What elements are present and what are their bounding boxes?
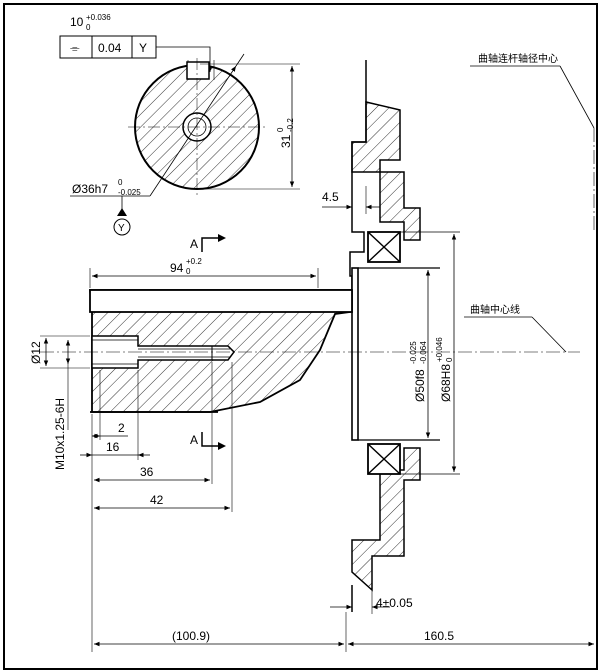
thread-label: M10x1.25-6H — [53, 398, 67, 470]
keyway-tol-lower: 0 — [86, 23, 91, 32]
svg-text:-0.064: -0.064 — [419, 341, 428, 364]
dim-4-005: 4±0.05 — [376, 596, 413, 610]
keyway-slot — [186, 61, 210, 80]
dim-36: 36 — [140, 465, 154, 479]
symmetry-symbol: ⌯ — [70, 41, 80, 55]
shaft-view: A A 94 +0.2 0 Ø12 — [29, 234, 580, 512]
keyway-width: 10 — [70, 15, 84, 29]
dim-42: 42 — [150, 493, 164, 507]
dim-16: 16 — [106, 440, 120, 454]
dia-68: Ø68H8 — [439, 364, 453, 402]
svg-text:-0.025: -0.025 — [409, 341, 418, 364]
crank-web — [351, 267, 359, 441]
height-dim: 31 — [279, 134, 293, 148]
housing: 4.5 Ø50f8 -0.025 -0.064 Ø68H8 +0.046 0 4… — [322, 60, 460, 614]
svg-text:0: 0 — [118, 178, 123, 187]
right-annotations: 曲轴连杆轴径中心 曲轴中心线 — [464, 52, 595, 353]
svg-text:0: 0 — [186, 267, 191, 276]
feature-control-frame: ⌯ 0.04 Y — [59, 35, 213, 72]
dia-12: Ø12 — [29, 341, 43, 364]
svg-text:-0.025: -0.025 — [118, 188, 141, 197]
dim-2: 2 — [118, 421, 125, 435]
height-tol-upper: 0 — [276, 127, 285, 132]
crankpin-center-label: 曲轴连杆轴径中心 — [478, 52, 558, 65]
crank-centerline-label: 曲轴中心线 — [470, 303, 520, 316]
diameter-label: Ø36h7 — [72, 182, 108, 196]
section-mark-top: A — [190, 237, 198, 251]
dim-4-5: 4.5 — [322, 190, 339, 204]
height-tol-lower: -0.2 — [286, 118, 295, 132]
keyway-tol-upper: +0.036 — [86, 13, 111, 22]
svg-text:+0.046: +0.046 — [435, 337, 444, 362]
drawing-frame — [3, 3, 598, 670]
svg-text:+0.2: +0.2 — [186, 257, 202, 266]
section-mark-bottom: A — [190, 433, 198, 447]
datum-label: Y — [118, 223, 125, 234]
dim-100-9: (100.9) — [172, 629, 210, 643]
section-view: 10 +0.036 0 ⌯ 0.04 Y 31 0 -0.2 — [59, 13, 300, 236]
dim-160-5: 160.5 — [424, 629, 454, 643]
bottom-dimensions: (100.9) 160.5 — [91, 512, 594, 652]
length-94: 94 — [170, 261, 184, 275]
fcf-tolerance: 0.04 — [98, 41, 122, 55]
fcf-datum: Y — [139, 41, 147, 55]
datum-circle — [113, 218, 131, 236]
dia-50: Ø50f8 — [413, 369, 427, 402]
svg-text:0: 0 — [445, 357, 454, 362]
